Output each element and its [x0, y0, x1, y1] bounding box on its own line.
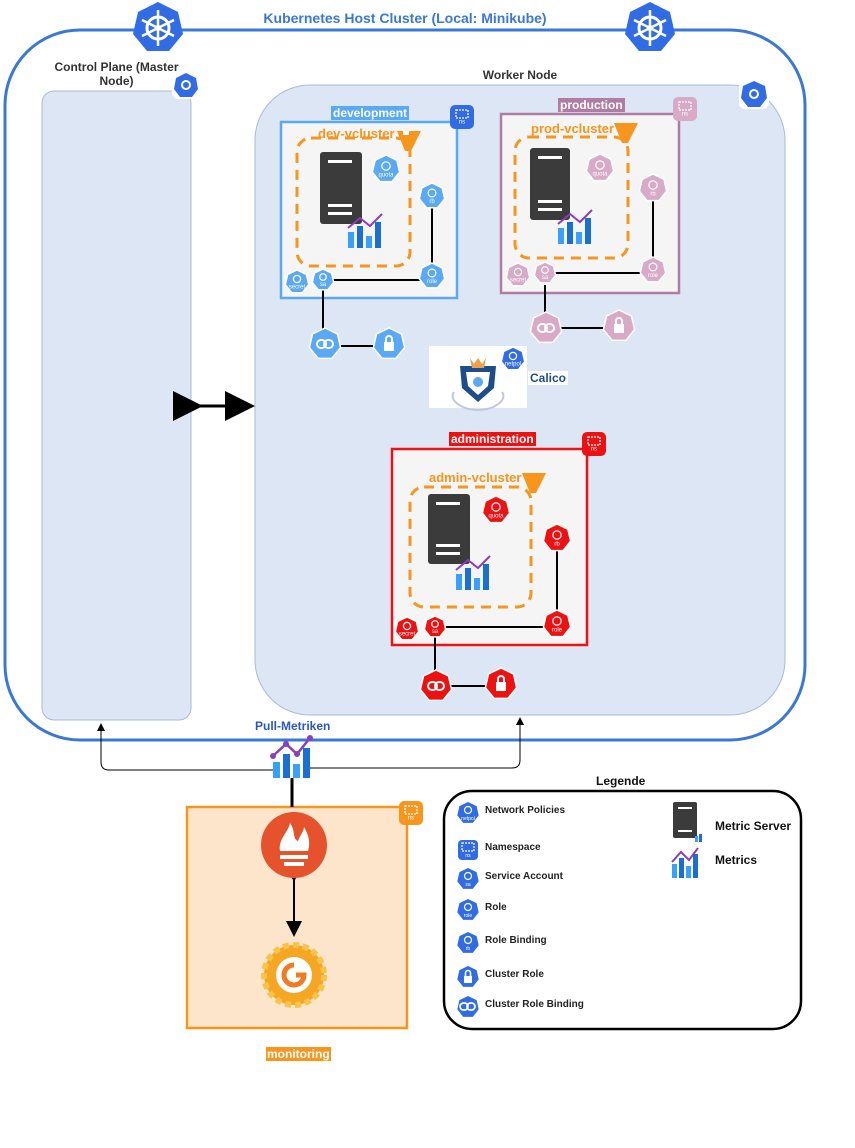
- control-plane-node-icon: [172, 71, 200, 99]
- worker-node-icon: [739, 79, 769, 109]
- control-plane-label: Control Plane (Master Node): [54, 60, 179, 88]
- svg-text:netpol: netpol: [461, 816, 475, 822]
- metric-server-icon: [320, 152, 362, 224]
- legend-item-label: Service Account: [485, 871, 563, 882]
- svg-text:ns: ns: [465, 853, 471, 859]
- grafana-logo-icon: [261, 942, 327, 1008]
- svg-text:sa: sa: [465, 882, 471, 888]
- prometheus-logo-icon: [261, 812, 327, 878]
- legend-metrics-label: Metrics: [715, 853, 758, 867]
- legend-item-label: Role Binding: [485, 935, 547, 946]
- legend-item-label: Cluster Role: [485, 969, 544, 980]
- metrics-chart-icon: [455, 555, 491, 590]
- metrics-chart-icon: [557, 209, 593, 244]
- legend-item-label: Network Policies: [485, 805, 566, 816]
- production-namespace-label: production: [558, 98, 625, 112]
- namespace-icon: ns: [458, 840, 478, 860]
- development-namespace-box: [279, 120, 459, 300]
- kubernetes-logo-icon: [625, 2, 675, 51]
- admin-vcluster-box: [408, 485, 533, 609]
- cluster-role-binding-icon: [457, 996, 479, 1017]
- development-namespace-label: development: [331, 106, 410, 120]
- pull-metrics-label: Pull-Metriken: [255, 719, 331, 733]
- vcluster-logo-icon: [397, 131, 421, 151]
- netpol-icon: netpol: [457, 802, 479, 823]
- monitoring-namespace-label: monitoring: [266, 1047, 331, 1061]
- metric-server-icon: [530, 148, 570, 220]
- svg-text:rb: rb: [466, 946, 471, 952]
- legend-metrics-icon: [670, 846, 704, 885]
- legend-item-label: Namespace: [485, 842, 541, 853]
- metrics-chart-icon: [347, 213, 383, 248]
- prod-vcluster-label: prod-vcluster: [531, 121, 615, 136]
- legend-metric-server-label: Metric Server: [715, 819, 792, 833]
- vcluster-logo-icon: [522, 473, 546, 493]
- cluster-role-icon: [457, 966, 479, 987]
- dev-vcluster-label: dev-vcluster: [318, 126, 395, 141]
- dev-vcluster-box: [295, 136, 412, 268]
- legend-metric-server-icon: [673, 802, 703, 849]
- control-plane-node: [41, 90, 192, 721]
- role-icon: role: [457, 899, 479, 920]
- metric-server-icon: [428, 494, 470, 564]
- service-account-icon: sa: [457, 868, 479, 889]
- kubernetes-logo-icon: [133, 2, 183, 51]
- calico-logo-icon: [451, 358, 505, 412]
- legend-item-label: Cluster Role Binding: [485, 999, 584, 1010]
- pull-metrics-chart-icon: [270, 735, 313, 778]
- svg-text:role: role: [464, 913, 473, 919]
- prod-vcluster-box: [513, 135, 630, 260]
- vcluster-logo-icon: [614, 123, 638, 143]
- administration-namespace-label: administration: [449, 432, 536, 446]
- legend-title: Legende: [596, 774, 646, 788]
- calico-label: Calico: [528, 371, 569, 385]
- cluster-title: Kubernetes Host Cluster (Local: Minikube…: [263, 10, 547, 26]
- legend-item-label: Role: [485, 902, 507, 913]
- role-binding-icon: rb: [457, 932, 479, 953]
- worker-node-label: Worker Node: [482, 68, 558, 82]
- legend-box: [442, 789, 803, 1031]
- admin-vcluster-label: admin-vcluster: [429, 470, 522, 485]
